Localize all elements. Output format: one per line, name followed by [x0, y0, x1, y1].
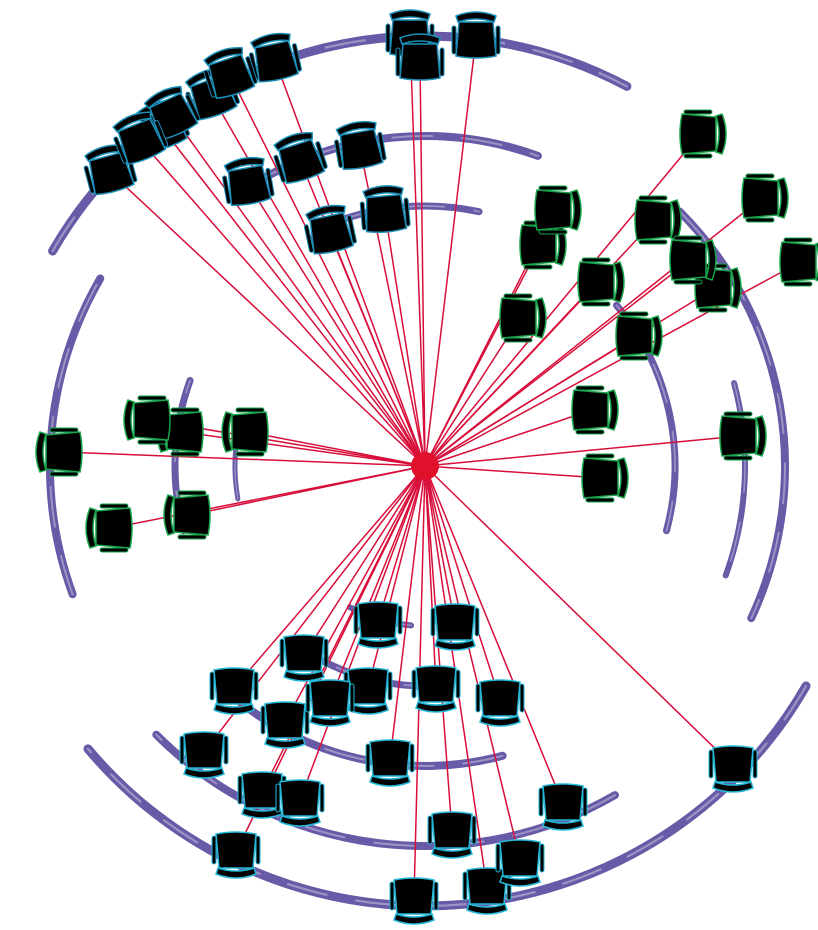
chair-node-north [334, 120, 387, 170]
chair-node-north [395, 33, 445, 81]
chair-node-north [203, 47, 258, 100]
connection-line [229, 74, 426, 467]
chair-node-east [679, 109, 727, 159]
connection-line [424, 317, 521, 467]
orbit-arc [46, 274, 105, 599]
chair-node-east [669, 235, 717, 285]
hub-layer [411, 452, 439, 480]
connection-line [247, 183, 426, 467]
chair-node-west [85, 503, 133, 553]
chair-node-south [209, 667, 259, 715]
connection-line [419, 59, 426, 467]
connection-line [424, 465, 521, 861]
chair-node-east [779, 237, 818, 287]
chair-node-east [615, 311, 663, 361]
connection-line [189, 465, 426, 516]
connection-line [303, 465, 426, 656]
connection-line [424, 465, 564, 805]
connection-line [424, 465, 437, 687]
chair-node-north [359, 185, 411, 234]
orbit-arc [722, 380, 748, 579]
orbit-arc-highlight [724, 382, 746, 577]
chair-node-south [211, 831, 261, 879]
connection-line [377, 465, 426, 623]
chair-node-west [35, 427, 83, 477]
chair-node-south [179, 731, 229, 779]
connection-line [409, 35, 426, 467]
chair-node-north [451, 11, 501, 59]
chair-node-south [275, 779, 325, 827]
connection-line [161, 127, 426, 467]
orbit-arc-highlight [678, 210, 786, 620]
connection-line [424, 37, 477, 467]
connection-lines [61, 35, 801, 899]
chair-node-west [221, 407, 269, 457]
chair-node-south [462, 867, 512, 915]
chair-node-south [427, 811, 477, 859]
chair-node-east [499, 293, 547, 343]
connection-line [367, 465, 426, 689]
chair-node-east [634, 195, 682, 245]
chair-node-north [273, 132, 328, 185]
connection-line [171, 114, 426, 467]
chair-node-south [411, 665, 461, 713]
connection-line [424, 465, 734, 767]
connection-line [384, 211, 426, 467]
chair-node-east [577, 257, 625, 307]
chair-node-east [581, 453, 629, 503]
hub-node [411, 452, 439, 480]
orbit-arc [83, 681, 811, 911]
connection-line [424, 465, 603, 479]
chair-node-south [475, 679, 525, 727]
chair-node-south [708, 745, 758, 793]
chair-node-south [305, 679, 355, 727]
chair-nodes [35, 9, 818, 925]
chair-node-west [123, 395, 171, 445]
chair-node-south [430, 603, 480, 651]
connection-line [424, 409, 593, 467]
orbit-arc-highlight [49, 277, 102, 596]
connection-line [233, 465, 426, 689]
connection-line [274, 59, 426, 467]
chair-node-east [534, 185, 582, 235]
chair-node-south [353, 601, 403, 649]
chair-node-east [741, 173, 789, 223]
chair-node-south [495, 839, 545, 887]
connection-line [424, 335, 637, 467]
chair-node-north [222, 156, 275, 206]
chair-node-south [279, 634, 329, 682]
chair-node-east [571, 385, 619, 435]
connection-line [424, 133, 701, 467]
connection-line [109, 171, 426, 467]
chair-node-south [365, 739, 415, 787]
connection-line [329, 465, 426, 701]
connection-line [424, 435, 741, 467]
connection-line [329, 231, 426, 467]
connection-line [424, 259, 691, 467]
chair-node-north [112, 111, 169, 166]
connection-line [61, 451, 426, 467]
orbit-arc-highlight [86, 684, 808, 908]
chair-node-east [719, 411, 767, 461]
orbit-arc [675, 207, 789, 623]
chair-node-west [163, 490, 211, 540]
connection-line [424, 281, 599, 467]
connection-line [424, 465, 501, 701]
connection-line [424, 465, 456, 625]
chair-node-north [248, 32, 302, 83]
chair-node-south [260, 701, 310, 749]
connection-line [389, 465, 426, 761]
connection-line [139, 139, 426, 467]
chair-node-south [389, 877, 439, 925]
chair-node-north [303, 204, 357, 255]
chair-node-south [538, 783, 588, 831]
connection-line [424, 465, 453, 833]
